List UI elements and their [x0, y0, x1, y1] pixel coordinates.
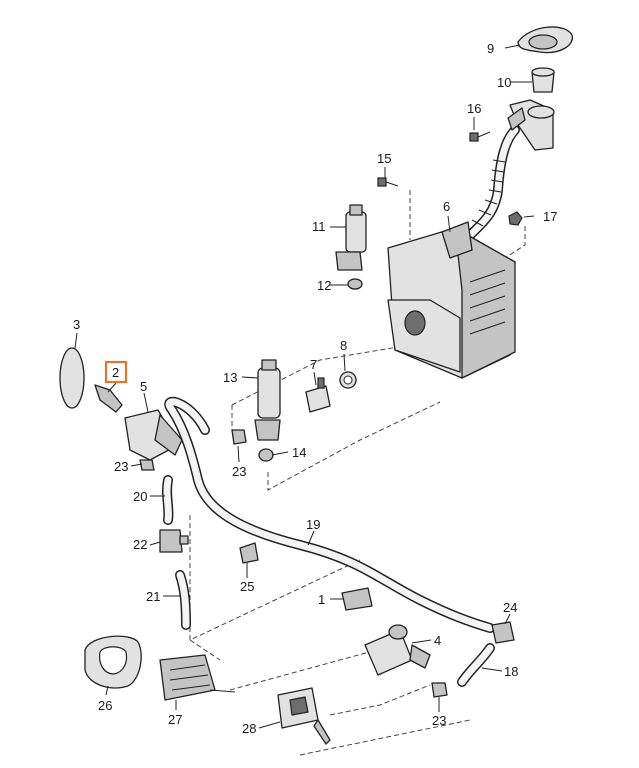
level-sender-7	[305, 377, 331, 413]
highlight-callout-box	[104, 360, 128, 384]
bolt-15	[377, 177, 399, 187]
label-23-mid: 23	[114, 459, 128, 474]
jet-2	[94, 384, 123, 413]
hose-19	[164, 396, 495, 633]
cap-3	[59, 347, 85, 409]
hose-18	[457, 643, 495, 687]
hose-21	[175, 570, 191, 630]
telescopic-cylinder-5	[124, 409, 183, 461]
label-19: 19	[306, 517, 320, 532]
valve-1	[341, 587, 373, 611]
label-18: 18	[504, 664, 518, 679]
connector-24	[491, 621, 515, 644]
label-8: 8	[340, 338, 347, 353]
seal-8	[339, 371, 357, 389]
label-17: 17	[543, 209, 557, 224]
filler-hose	[460, 125, 520, 245]
connector-23-mid	[139, 459, 155, 471]
label-6: 6	[443, 199, 450, 214]
label-9: 9	[487, 41, 494, 56]
clip-25	[239, 542, 259, 564]
label-13: 13	[223, 370, 237, 385]
label-1: 1	[318, 592, 325, 607]
washer-pump-11	[335, 204, 367, 271]
washer-pump-13	[254, 359, 281, 441]
bracket-26	[84, 635, 142, 689]
t-piece-22	[159, 529, 189, 553]
pump-4	[364, 624, 431, 676]
part-labels: 9 10 16 15 17 6 11 12 3 2 5 8 7 13 14 23…	[73, 41, 557, 736]
label-20: 20	[133, 489, 147, 504]
label-25: 25	[240, 579, 254, 594]
label-23-lower: 23	[432, 713, 446, 728]
label-2: 2	[112, 365, 119, 380]
label-11: 11	[312, 219, 326, 234]
filler-neck	[507, 99, 555, 151]
clip-14	[258, 448, 274, 462]
connector-23-upper	[231, 429, 247, 445]
label-27: 27	[168, 712, 182, 727]
filler-cap	[517, 26, 573, 54]
label-22: 22	[133, 537, 147, 552]
label-28: 28	[242, 721, 256, 736]
label-3: 3	[73, 317, 80, 332]
label-21: 21	[146, 589, 160, 604]
bracket-27	[159, 654, 236, 701]
bolt-16	[469, 131, 491, 142]
strainer	[531, 67, 555, 93]
washer-reservoir	[387, 221, 516, 379]
label-5: 5	[140, 379, 147, 394]
connector-23-lower	[431, 682, 448, 698]
label-26: 26	[98, 698, 112, 713]
leader-lines	[74, 44, 535, 729]
label-10: 10	[497, 75, 511, 90]
label-23-upper: 23	[232, 464, 246, 479]
label-4: 4	[434, 633, 441, 648]
grommet-12	[347, 278, 363, 290]
label-15: 15	[377, 151, 391, 166]
nut-17	[508, 211, 523, 226]
label-7: 7	[310, 357, 317, 372]
label-14: 14	[292, 445, 306, 460]
label-24: 24	[503, 600, 517, 615]
label-12: 12	[317, 278, 331, 293]
hose-20	[162, 475, 174, 525]
bracket-28	[277, 687, 331, 745]
label-16: 16	[467, 101, 481, 116]
